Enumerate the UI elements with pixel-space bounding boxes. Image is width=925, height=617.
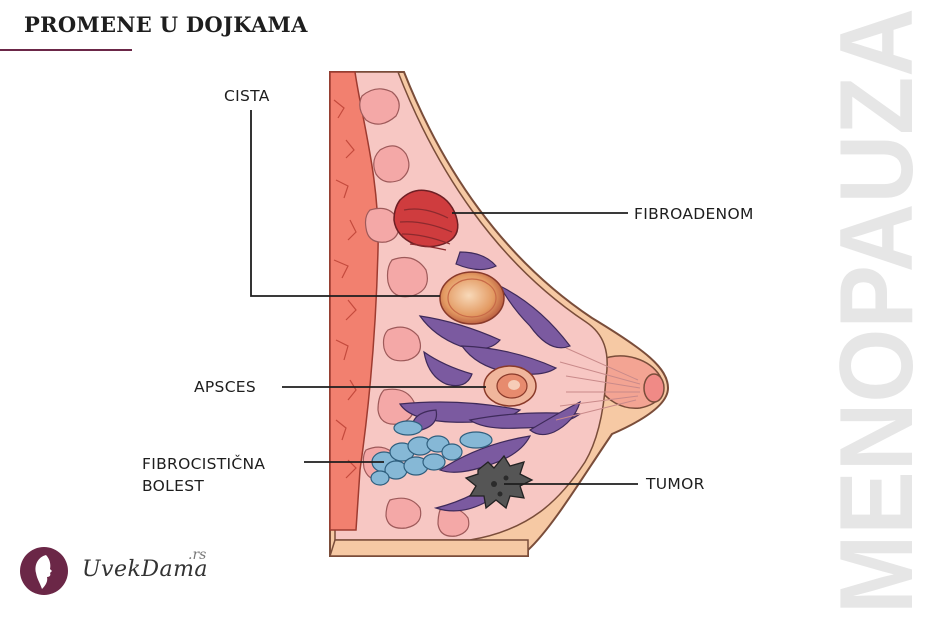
- milk-ducts: [398, 251, 582, 512]
- nipple-tip: [643, 373, 665, 403]
- tumor: [464, 454, 534, 510]
- side-watermark-text: MENOPAUZA: [819, 8, 925, 614]
- label-fibrocisticna: FIBROCISTIČNA BOLEST: [142, 453, 265, 497]
- logo-name: UvekDama: [82, 557, 209, 582]
- label-tumor: TUMOR: [646, 475, 705, 493]
- chest-muscle: [329, 71, 379, 531]
- skin-fold: [328, 539, 529, 557]
- leader-lines: [250, 110, 638, 485]
- side-watermark: MENOPAUZA: [819, 8, 925, 614]
- page-title: PROMENE U DOJKAMA: [24, 12, 308, 37]
- cyst: [439, 271, 505, 325]
- woman-profile-icon: [20, 547, 68, 595]
- abscess: [483, 365, 537, 407]
- label-cista: CISTA: [224, 87, 270, 105]
- muscle-fibers: [333, 99, 357, 479]
- title-underline: [0, 49, 132, 51]
- fibroadenoma: [393, 189, 459, 251]
- cyst-rim: [447, 278, 497, 318]
- brand-logo[interactable]: UvekDama .rs: [20, 545, 240, 601]
- logo-tld: .rs: [188, 547, 207, 563]
- label-fibrocisticna-line2: BOLEST: [142, 477, 205, 495]
- leader-cista: [250, 110, 440, 297]
- fat-lobules: [359, 88, 470, 537]
- label-apsces: APSCES: [194, 378, 257, 396]
- label-fibrocisticna-line1: FIBROCISTIČNA: [142, 455, 266, 473]
- duct-lines: [555, 347, 641, 421]
- label-fibroadenom: FIBROADENOM: [634, 205, 754, 223]
